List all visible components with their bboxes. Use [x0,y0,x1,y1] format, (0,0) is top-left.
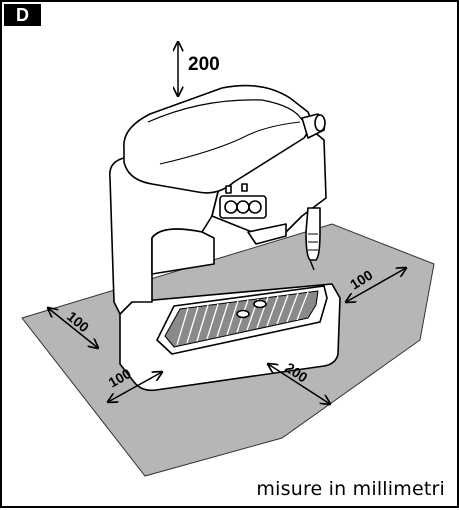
espresso-machine [108,84,341,392]
units-caption: misure in millimetri [256,478,445,500]
dim-arrow-left-side [48,308,98,348]
button-3 [248,200,262,214]
indicator-1 [225,185,232,194]
button-2 [236,200,250,214]
dim-arrow-front-left [108,372,162,402]
panel-label: D [4,4,41,26]
filter-holder [247,223,287,245]
button-1 [224,200,238,214]
dim-arrow-front-right [268,364,330,404]
dim-arrow-right-side [346,268,406,302]
dim-label-top: 200 [188,54,220,75]
indicator-2 [241,183,248,192]
